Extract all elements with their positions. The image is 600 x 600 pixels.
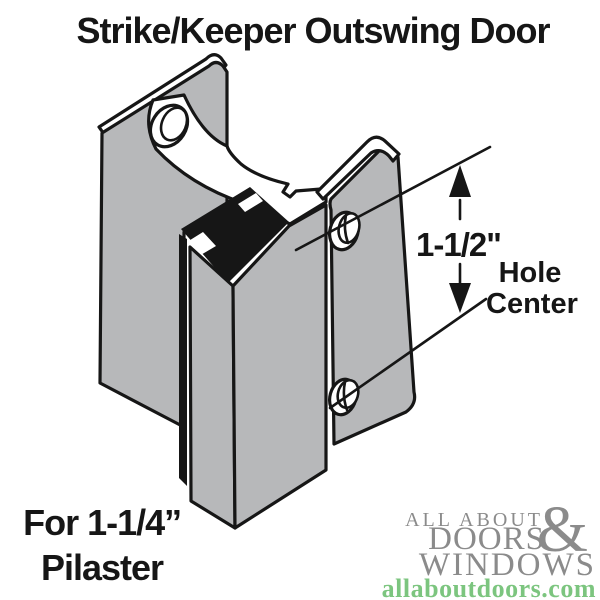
left-screw-head xyxy=(159,106,189,142)
channel-front-face xyxy=(188,245,237,530)
channel-right-face xyxy=(231,203,328,530)
extension-line-lower xyxy=(328,297,488,410)
logo-all-about: ALL ABOUT xyxy=(405,509,543,531)
upper-screw-slot xyxy=(343,213,350,245)
dimension-arrow-down-head xyxy=(449,283,471,313)
figure-title: Strike/Keeper Outswing Door xyxy=(76,10,550,51)
dimension-value: 1-1/2" xyxy=(416,226,502,263)
pilaster-caption: For 1-1/4’’ Pilaster xyxy=(12,500,192,590)
vendor-logo: ALL ABOUT DOORS & WINDOWS allaboutdoors.… xyxy=(382,493,598,600)
hole-center-line1: Hole xyxy=(498,257,562,289)
upper-screw-head xyxy=(337,211,361,245)
section-notch-top xyxy=(238,193,263,212)
channel-gap-stripe xyxy=(179,234,187,486)
logo-website-link[interactable]: allaboutdoors.com xyxy=(381,574,596,600)
hole-center-line2: Center xyxy=(486,288,578,320)
pilaster-caption-line1: For 1-1/4’’ xyxy=(23,502,182,543)
saddle-web xyxy=(147,93,328,226)
pilaster-caption-line2: Pilaster xyxy=(40,547,164,588)
logo-ampersand: & xyxy=(536,493,588,566)
channel-cross-section xyxy=(181,187,289,283)
extension-line-upper xyxy=(294,145,492,252)
logo-windows: WINDOWS xyxy=(418,547,596,583)
right-plate-top-edge xyxy=(315,135,401,201)
dimension-arrow-up-head xyxy=(449,165,471,197)
hole-center-label: Hole Center xyxy=(486,257,578,320)
lower-screw-slot xyxy=(342,380,349,412)
logo-doors: DOORS xyxy=(428,521,545,557)
